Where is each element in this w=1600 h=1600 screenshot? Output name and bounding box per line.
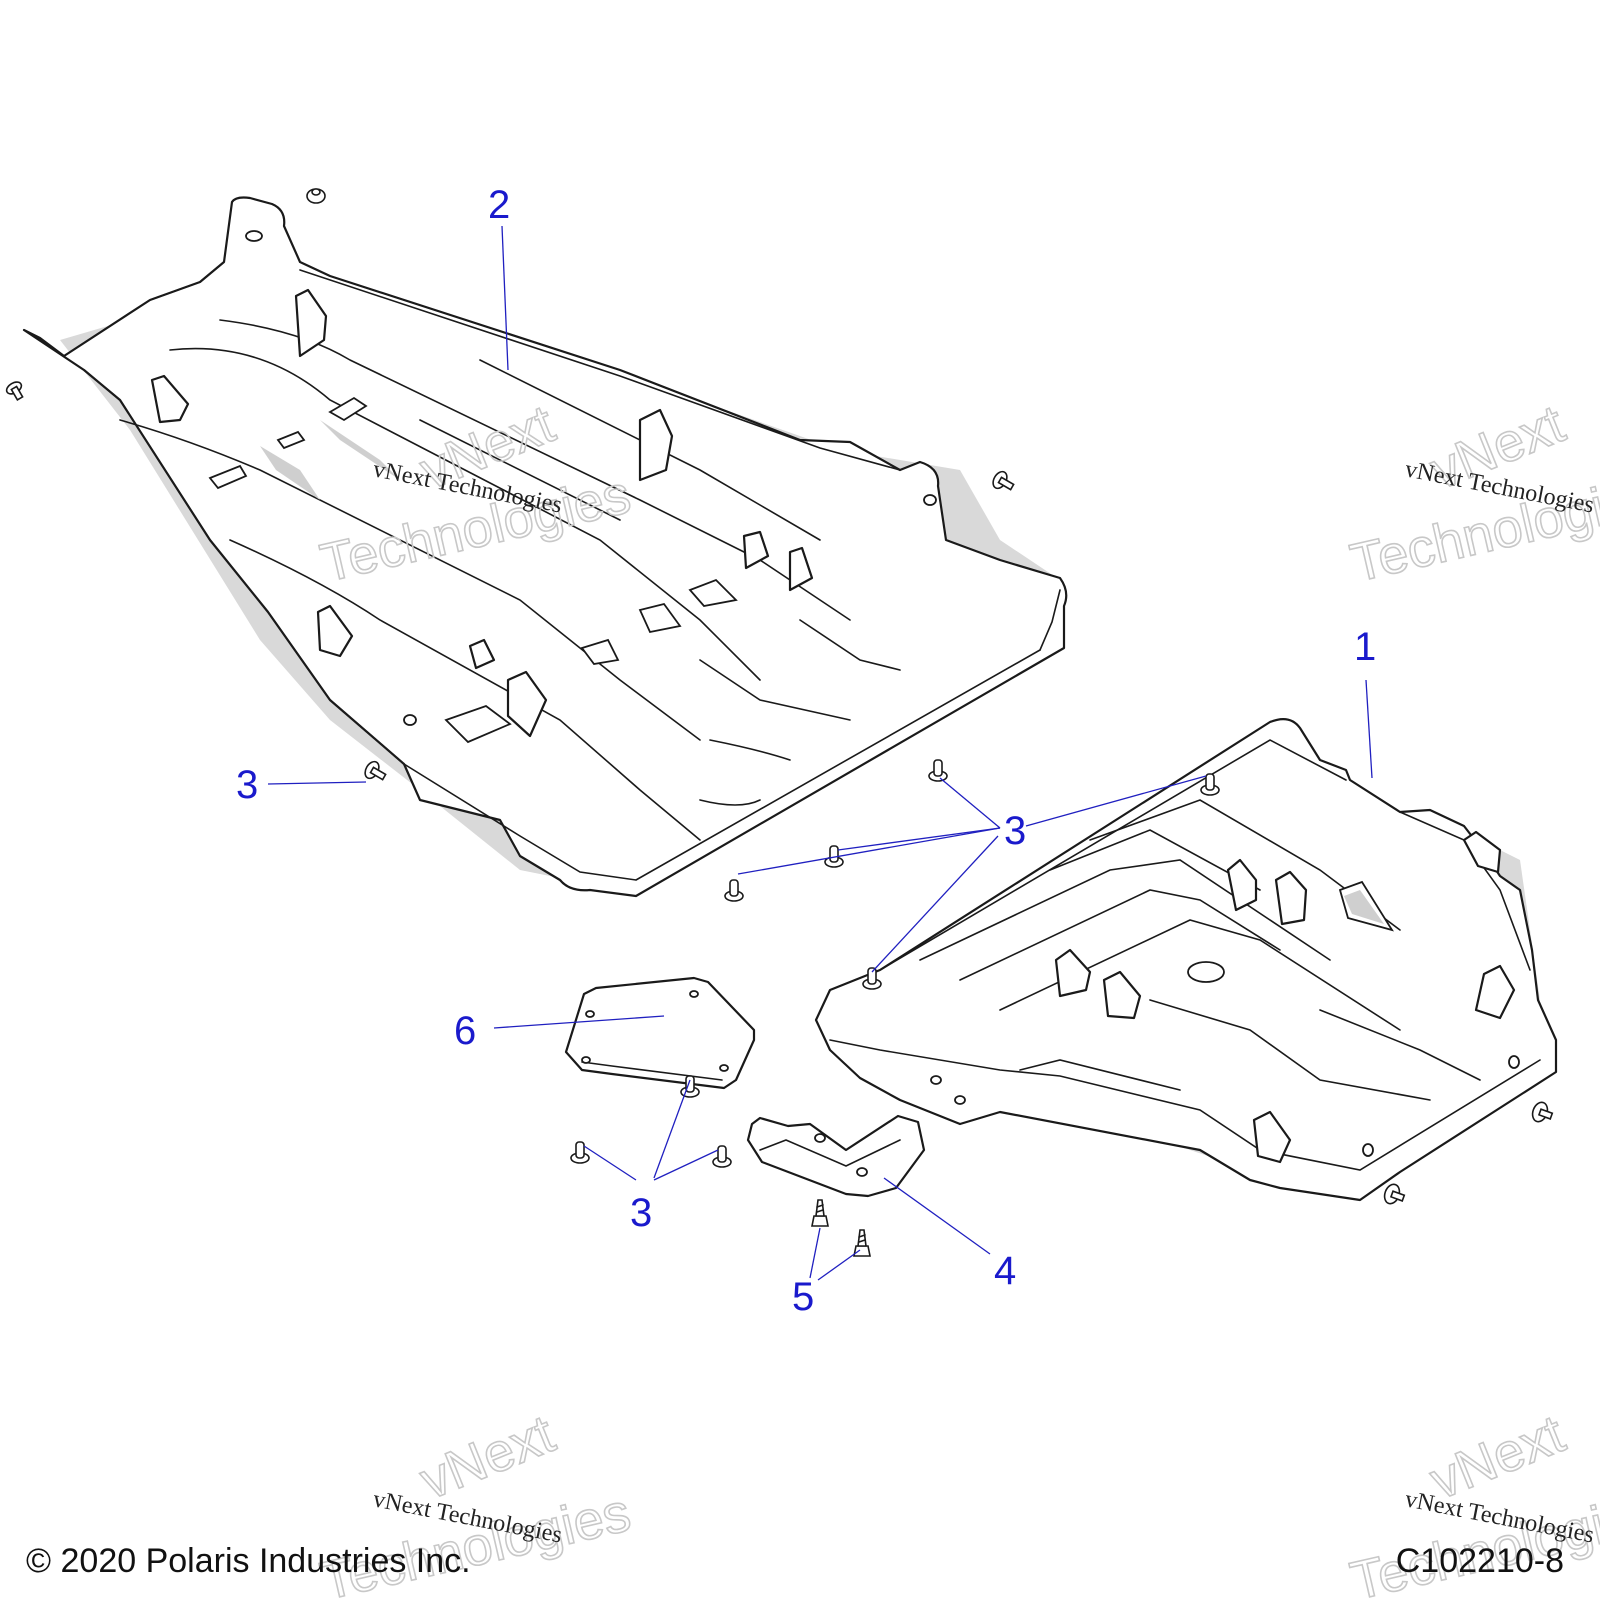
callout-4: 4 bbox=[994, 1249, 1016, 1293]
figure-id: C102210-8 bbox=[1395, 1542, 1564, 1580]
callouts: 2 1 3 3 6 3 4 5 bbox=[236, 183, 1376, 1319]
screws bbox=[811, 1199, 871, 1257]
copyright-notice: © 2020 Polaris Industries Inc. bbox=[26, 1542, 471, 1580]
watermark-big-line1: vNext bbox=[412, 1404, 562, 1511]
screw bbox=[853, 1229, 871, 1257]
skid-plate-front bbox=[814, 717, 1558, 1202]
push-rivet bbox=[928, 759, 948, 782]
callout-5: 5 bbox=[792, 1275, 814, 1319]
push-rivet bbox=[724, 879, 744, 902]
push-rivet bbox=[306, 188, 326, 204]
callout-1: 1 bbox=[1354, 625, 1376, 669]
push-rivet bbox=[992, 470, 1015, 491]
push-rivet bbox=[1383, 1183, 1406, 1205]
skid-plate-rear bbox=[22, 196, 1068, 898]
leader-lines bbox=[267, 225, 1373, 1281]
push-rivets bbox=[5, 188, 1554, 1205]
push-rivet bbox=[5, 381, 24, 401]
push-rivet bbox=[680, 1075, 700, 1098]
push-rivet bbox=[1200, 773, 1220, 796]
push-rivet bbox=[1531, 1101, 1554, 1123]
callout-3: 3 bbox=[1004, 809, 1026, 853]
screw bbox=[811, 1199, 829, 1227]
push-rivet bbox=[570, 1141, 590, 1164]
skid-plate-rear-slots bbox=[208, 396, 738, 744]
callout-3: 3 bbox=[630, 1191, 652, 1235]
bracket-guard bbox=[746, 1114, 926, 1198]
callout-2: 2 bbox=[488, 183, 510, 227]
skid-plate-rear-tabs bbox=[150, 288, 814, 738]
skid-plate-front-tabs bbox=[1054, 830, 1516, 1164]
push-rivet bbox=[712, 1145, 732, 1168]
callout-3: 3 bbox=[236, 763, 258, 807]
push-rivet bbox=[364, 760, 387, 781]
callout-6: 6 bbox=[454, 1009, 476, 1053]
cover-plate bbox=[564, 976, 756, 1090]
push-rivet bbox=[862, 967, 882, 990]
